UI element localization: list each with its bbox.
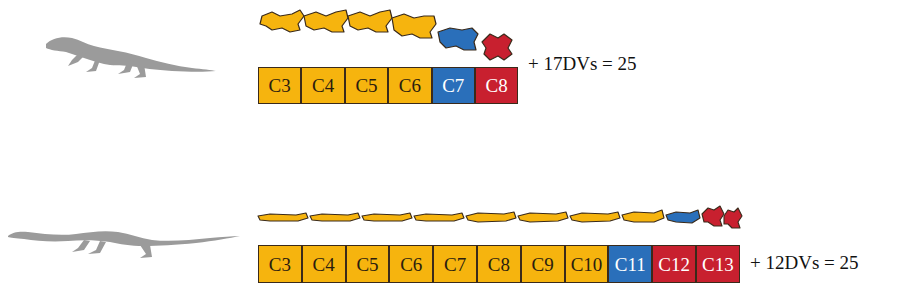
vertebra-label: C6 <box>400 255 422 274</box>
vertebra-label: C12 <box>658 255 690 274</box>
vertebra-label: C3 <box>269 255 291 274</box>
vertebra-drawings <box>260 10 512 60</box>
vertebra-label: C3 <box>269 76 291 95</box>
reptile-silhouette <box>8 231 240 258</box>
vertebra-box: C3 <box>258 245 302 283</box>
vertebra-box: C6 <box>388 67 431 104</box>
vertebra-box: C7 <box>433 245 477 283</box>
vertebra-label: C8 <box>488 255 510 274</box>
vertebra-label: C5 <box>356 255 378 274</box>
vertebra-box: C13 <box>696 245 740 283</box>
vertebra-label: C8 <box>486 76 508 95</box>
vertebra-box: C12 <box>652 245 696 283</box>
vertebra-label: C6 <box>399 76 421 95</box>
vertebra-drawings <box>258 206 742 228</box>
vertebra-label: C10 <box>571 255 603 274</box>
lizard-silhouette <box>46 37 216 78</box>
vertebra-box: C4 <box>301 67 344 104</box>
vertebra-box: C8 <box>477 245 521 283</box>
vertebra-label: C13 <box>702 255 734 274</box>
count-label: + 17DVs = 25 <box>528 53 637 76</box>
count-label: + 12DVs = 25 <box>750 252 859 275</box>
vertebra-label: C5 <box>355 76 377 95</box>
vertebra-label: C4 <box>312 76 334 95</box>
vertebra-label: C7 <box>444 255 466 274</box>
vertebra-label: C9 <box>532 255 554 274</box>
vertebra-box: C3 <box>258 67 301 104</box>
vertebra-box: C10 <box>565 245 609 283</box>
vertebra-label: C11 <box>615 255 646 274</box>
vertebra-box: C5 <box>346 245 390 283</box>
vertebra-box: C8 <box>475 67 518 104</box>
vertebra-label: C7 <box>442 76 464 95</box>
vertebra-box: C7 <box>432 67 475 104</box>
vertebra-box: C11 <box>608 245 652 283</box>
vertebra-box: C5 <box>345 67 388 104</box>
vertebra-box: C6 <box>389 245 433 283</box>
vertebra-label: C4 <box>313 255 335 274</box>
vertebra-box: C9 <box>521 245 565 283</box>
vertebra-box: C4 <box>302 245 346 283</box>
